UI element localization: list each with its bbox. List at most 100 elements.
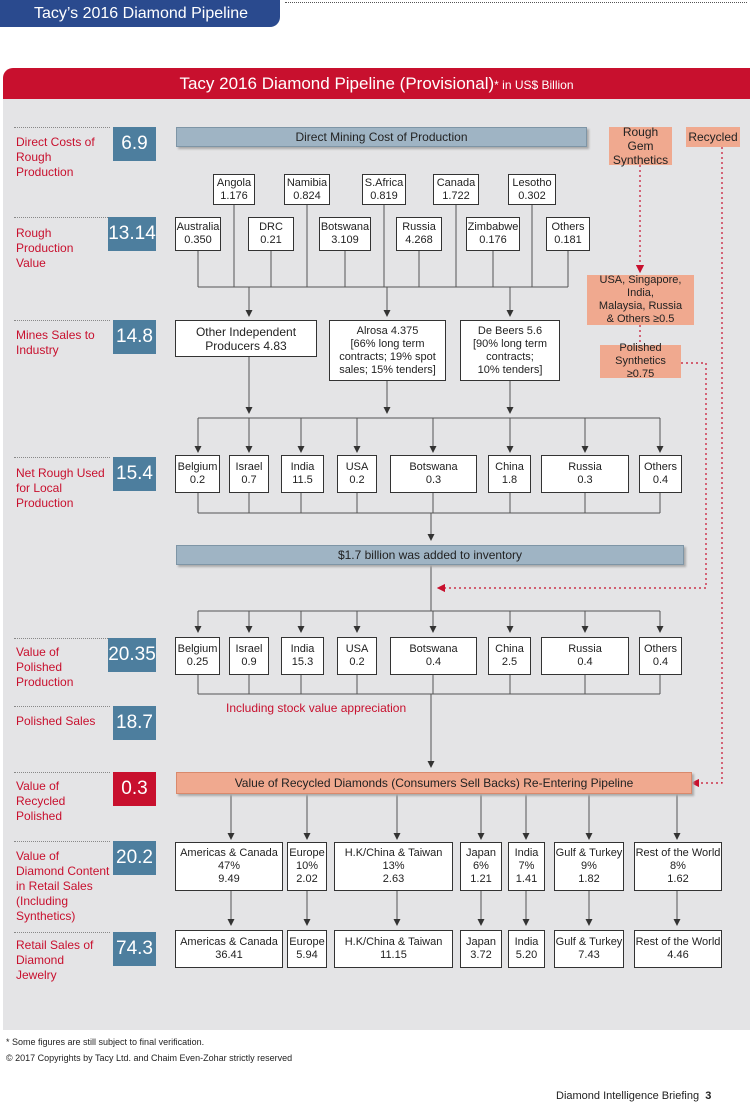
seller-line: Other Independent xyxy=(195,324,297,339)
country-value: 0.7 xyxy=(241,474,257,486)
value-net-rough: 15.4 xyxy=(113,457,156,491)
row-divider-3 xyxy=(14,320,110,321)
producer-name: Angola xyxy=(216,176,252,189)
producer-name: Lesotho xyxy=(512,176,552,189)
country-value: 0.4 xyxy=(577,656,593,668)
synthetics-line: & Others ≥0.5 xyxy=(606,313,675,325)
country-value: 2.5 xyxy=(501,656,518,668)
region-name: Japan xyxy=(466,936,496,948)
region-name: H.K/China & Taiwan xyxy=(344,936,443,948)
synthetics-producers-box: USA, Singapore, India,Malaysia, Russia& … xyxy=(587,274,694,325)
row-label-mines-sales: Mines Sales to Industry xyxy=(16,328,95,357)
row-divider-5 xyxy=(14,638,110,639)
region-pct: 9% xyxy=(581,860,597,872)
country-name: Israel xyxy=(235,643,263,655)
value-retail-content: 20.2 xyxy=(113,841,156,875)
region-pct: 6% xyxy=(473,860,489,872)
row-label-polished-sales: Polished Sales xyxy=(16,714,96,728)
value-direct-costs: 6.9 xyxy=(113,127,156,161)
row-label-net-rough: Net Rough Used for Local Production xyxy=(16,466,105,510)
region-pct: 8% xyxy=(670,860,686,872)
country-name: Russia xyxy=(568,643,602,655)
row-divider-8 xyxy=(14,841,110,842)
region-value: 5.20 xyxy=(515,949,538,961)
producer-name: Zimbabwe xyxy=(467,221,519,233)
producer-name: S.Africa xyxy=(364,176,404,189)
region-pct: 7% xyxy=(518,860,535,872)
region-name: India xyxy=(514,936,539,948)
producer-value: 0.350 xyxy=(184,234,212,246)
producer-value: 0.181 xyxy=(554,234,582,246)
country-name: Belgium xyxy=(177,643,218,655)
region-name: H.K/China & Taiwan xyxy=(344,847,443,859)
value-recycled-polished: 0.3 xyxy=(113,772,156,806)
region-name: Gulf & Turkey xyxy=(555,847,623,859)
country-name: Belgium xyxy=(177,461,218,473)
stock-note: Including stock value appreciation xyxy=(226,701,407,715)
producer-value: 0.176 xyxy=(479,234,507,246)
country-value: 1.8 xyxy=(501,474,518,486)
region-value: 4.46 xyxy=(667,949,689,961)
synthetics-line: Synthetics ≥0.75 xyxy=(615,355,666,380)
country-value: 11.5 xyxy=(292,474,313,486)
seller-line: Alrosa 4.375 xyxy=(356,324,419,337)
country-name: Others xyxy=(643,643,677,655)
row-label-polished-production: Value of Polished Production xyxy=(16,645,74,689)
country-value: 0.2 xyxy=(349,656,365,668)
page-footer: Diamond Intelligence Briefing 3 xyxy=(556,1090,711,1102)
recycled-bar: Value of Recycled Diamonds (Consumers Se… xyxy=(176,772,692,794)
country-value: 0.25 xyxy=(186,656,209,668)
row-divider-6 xyxy=(14,706,110,707)
producer-name: Russia xyxy=(402,221,436,233)
synthetics-line: Polished xyxy=(619,342,662,354)
row-divider-1 xyxy=(14,127,110,128)
producer-value: 1.176 xyxy=(220,189,248,202)
row-label-rough-production: Rough Production Value xyxy=(16,226,74,270)
region-name: Gulf & Turkey xyxy=(555,936,623,948)
region-value: 1.82 xyxy=(578,873,600,885)
row-divider-2 xyxy=(14,217,110,218)
row-label-retail-content: Value of Diamond Content in Retail Sales… xyxy=(16,849,110,923)
seller-line: 10% tenders] xyxy=(477,363,543,376)
value-polished-sales: 18.7 xyxy=(113,706,156,740)
region-value: 11.15 xyxy=(380,949,407,961)
row-label-direct-costs: Direct Costs of Rough Production xyxy=(16,135,95,179)
country-name: Botswana xyxy=(409,461,458,473)
region-value: 1.62 xyxy=(667,873,689,885)
value-polished-production: 20.35 xyxy=(108,638,156,672)
producer-name: Canada xyxy=(436,176,476,189)
producer-name: DRC xyxy=(259,221,283,233)
producer-value: 0.819 xyxy=(370,189,398,202)
producer-value: 0.302 xyxy=(518,189,546,202)
recycled-box: Recycled xyxy=(686,127,740,147)
country-value: 0.2 xyxy=(349,474,365,486)
value-retail-sales: 74.3 xyxy=(113,932,156,966)
producer-value: 1.722 xyxy=(442,189,470,202)
seller-line: [66% long term xyxy=(350,337,425,350)
